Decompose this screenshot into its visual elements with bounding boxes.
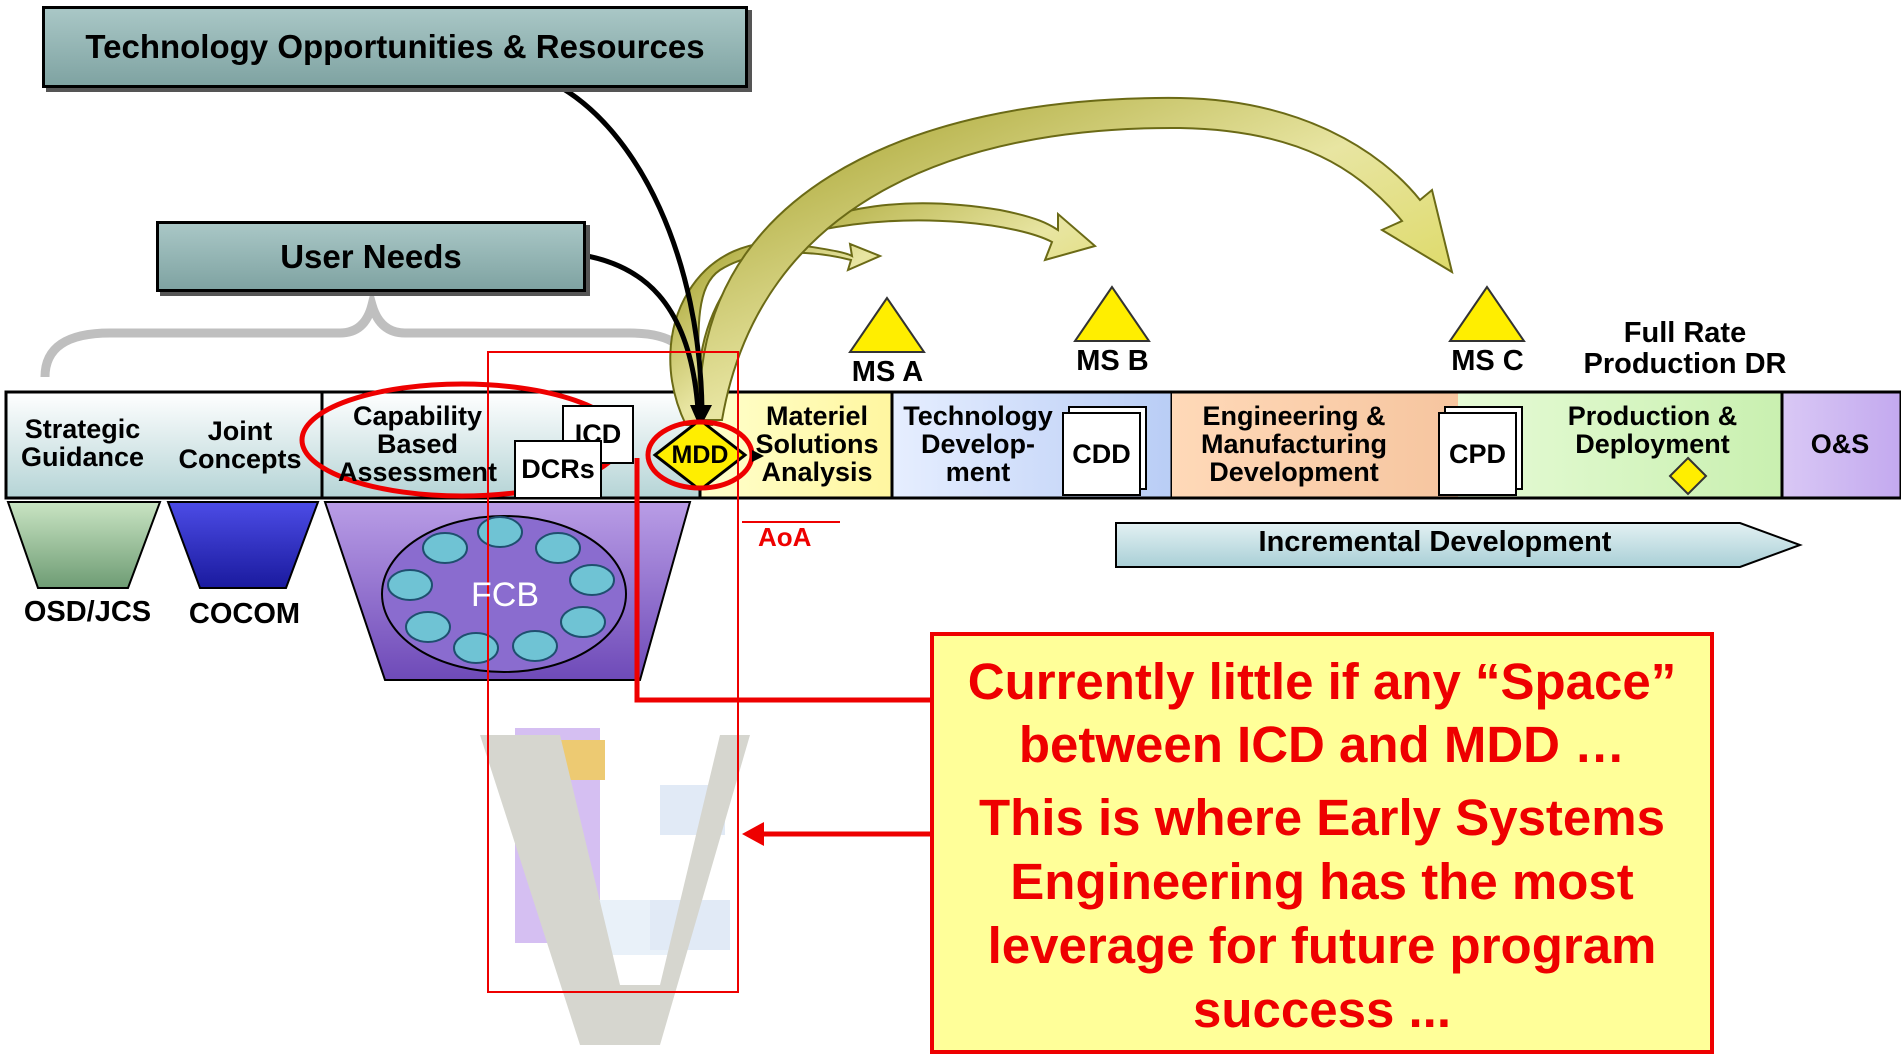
os-label: O&S [1810,429,1870,459]
cocom-label: COCOM [188,598,301,630]
technology-development-label: Technology Develop-ment [903,401,1053,488]
milestone-b-label: MS B [1076,345,1149,377]
user-needs-header: User Needs [156,221,586,292]
aoa-label: AoA [758,522,812,552]
production-deployment-label: Production & Deployment [1567,401,1738,460]
emd-label: Engineering & Manufacturing Development [1201,401,1387,488]
milestone-c-label: MS C [1451,345,1524,377]
cpd-document: CPD [1438,412,1517,496]
strategic-guidance-label: Strategic Guidance [20,414,145,473]
tech-opportunities-header: Technology Opportunities & Resources [42,6,748,88]
fcb-label: FCB [471,576,539,614]
mdd-label: MDD [671,441,729,469]
frp-dr-line1: Full Rate [1623,317,1747,349]
cdd-document: CDD [1062,412,1141,496]
frp-dr-line2: Production DR [1583,348,1787,380]
incremental-development-label: Incremental Development [1258,526,1612,558]
msa-label: Materiel Solutions Analysis [755,401,879,488]
dcrs-document: DCRs [514,440,602,499]
milestone-a-label: MS A [851,356,924,388]
callout-line1: Currently little if any “Space” between … [967,653,1677,773]
cba-label: Capability Based Assessment [337,401,498,488]
callout-box: Currently little if any “Space” between … [930,632,1714,1054]
joint-concepts-label: Joint Concepts [178,416,302,475]
callout-line2: This is where Early Systems Engineering … [978,789,1665,1038]
osd-jcs-label: OSD/JCS [23,596,152,628]
frp-dr-label: Full Rate Production DR [1570,318,1800,380]
